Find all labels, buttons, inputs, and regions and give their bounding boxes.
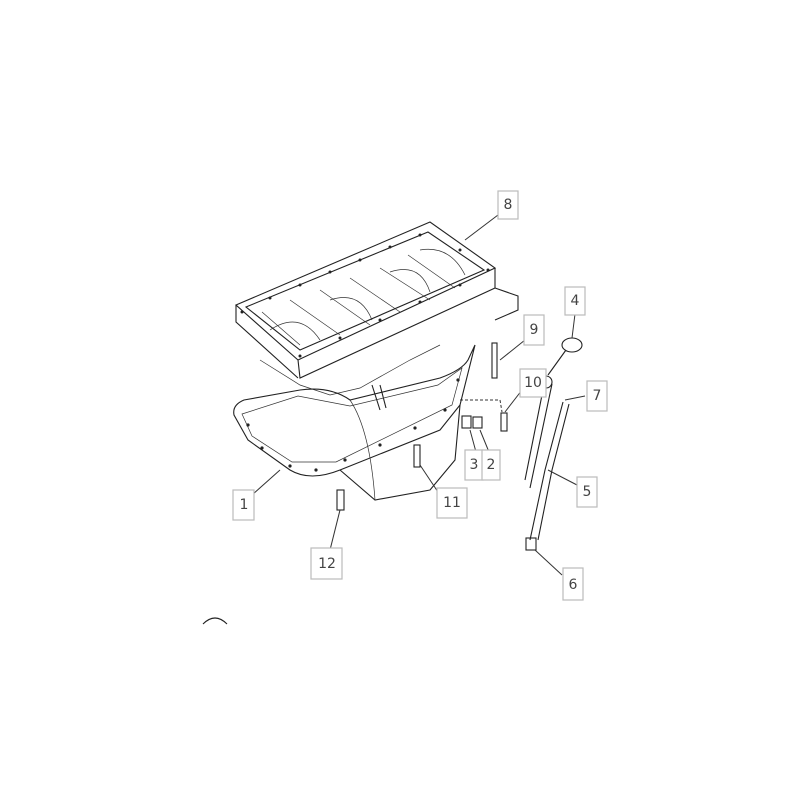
bolt-holes bbox=[240, 233, 490, 358]
callout-11[interactable]: 11 bbox=[436, 487, 468, 519]
gasket-holes bbox=[246, 378, 460, 472]
callout-8[interactable]: 8 bbox=[497, 190, 519, 220]
dipstick-tube bbox=[524, 379, 570, 551]
lower-oil-pan bbox=[233, 344, 476, 501]
bolt-11 bbox=[413, 444, 421, 468]
callout-5[interactable]: 5 bbox=[576, 476, 598, 508]
svg-text:5: 5 bbox=[583, 484, 592, 500]
bolt-12 bbox=[336, 489, 345, 511]
callout-2[interactable]: 2 bbox=[481, 449, 501, 481]
callout-3[interactable]: 3 bbox=[464, 449, 484, 481]
page-arc bbox=[202, 617, 228, 625]
callout-10[interactable]: 10 bbox=[519, 368, 547, 398]
svg-text:12: 12 bbox=[318, 556, 336, 572]
callout-7[interactable]: 7 bbox=[586, 380, 608, 412]
svg-text:8: 8 bbox=[504, 197, 513, 213]
callout-9[interactable]: 9 bbox=[523, 314, 545, 346]
callout-1[interactable]: 1 bbox=[232, 489, 255, 521]
svg-text:9: 9 bbox=[530, 322, 539, 338]
svg-text:7: 7 bbox=[593, 388, 602, 404]
callout-12[interactable]: 12 bbox=[310, 547, 343, 580]
upper-oil-pan bbox=[234, 221, 519, 411]
svg-text:11: 11 bbox=[443, 495, 461, 511]
callout-6[interactable]: 6 bbox=[562, 567, 584, 601]
svg-text:10: 10 bbox=[524, 375, 542, 391]
bolt-9 bbox=[491, 342, 498, 379]
svg-text:6: 6 bbox=[569, 577, 578, 593]
svg-text:4: 4 bbox=[571, 293, 580, 309]
bolt-10 bbox=[500, 412, 508, 432]
svg-text:1: 1 bbox=[240, 497, 249, 513]
svg-text:3: 3 bbox=[470, 457, 479, 473]
drain-plug-and-washer bbox=[461, 415, 483, 429]
svg-text:2: 2 bbox=[487, 457, 496, 473]
callout-4[interactable]: 4 bbox=[564, 286, 586, 316]
